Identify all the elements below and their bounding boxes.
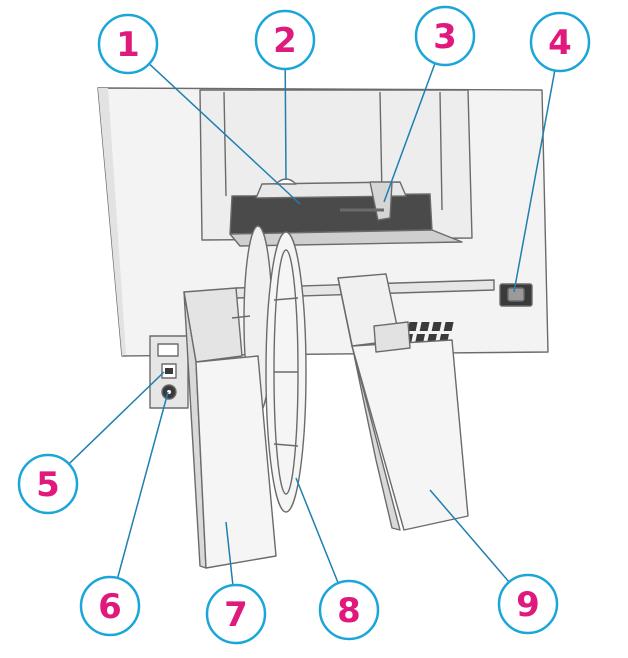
callout-markers: 1 2 3 4 5 6 7 8 9	[17, 5, 591, 645]
callout-5: 5	[17, 453, 79, 515]
leader-line-4	[513, 70, 556, 293]
left-roll-guide-front	[195, 355, 277, 569]
top-plate	[255, 181, 407, 199]
power-switch-rocker	[507, 287, 525, 302]
callout-1: 1	[97, 13, 159, 75]
right-roll-guide-front	[351, 339, 469, 531]
guide-notch	[231, 315, 251, 319]
callout-ring-3	[414, 5, 476, 67]
housing-seam	[223, 91, 227, 197]
leader-line-9	[429, 489, 510, 583]
vent-slot	[419, 322, 430, 331]
vent-slot	[415, 334, 426, 343]
leader-line-6	[116, 391, 169, 579]
callout-ring-6	[79, 575, 141, 637]
disc-spoke	[273, 297, 299, 301]
printer-illustration	[97, 87, 549, 569]
leader-line-1	[148, 63, 301, 205]
callout-number-8: 8	[337, 591, 361, 631]
leader-line-7	[225, 521, 234, 586]
callout-number-6: 6	[98, 587, 122, 627]
vent-slot	[407, 322, 418, 331]
paper-guide	[369, 181, 393, 221]
callout-4: 4	[529, 11, 591, 73]
callout-ring-9	[497, 573, 559, 635]
callout-ring-7	[205, 583, 267, 645]
callout-7: 7	[205, 583, 267, 645]
disc-spoke	[273, 443, 299, 447]
callout-ring-2	[254, 9, 316, 71]
callout-number-5: 5	[36, 465, 60, 505]
right-roll-guide-side	[337, 277, 401, 531]
callout-ring-5	[17, 453, 79, 515]
callout-number-4: 4	[548, 23, 572, 63]
callout-3: 3	[414, 5, 476, 67]
callout-2: 2	[254, 9, 316, 71]
callout-ring-4	[529, 11, 591, 73]
callout-number-7: 7	[224, 595, 248, 635]
callout-ring-1	[97, 13, 159, 75]
callout-number-9: 9	[516, 585, 540, 625]
callout-8: 8	[318, 579, 380, 641]
callout-number-3: 3	[433, 17, 457, 57]
leader-line-5	[68, 371, 165, 465]
vent-slot	[431, 322, 442, 331]
callout-ring-8	[318, 579, 380, 641]
leader-line-2	[284, 68, 287, 181]
callout-9: 9	[497, 573, 559, 635]
leader-line-8	[295, 477, 339, 584]
callout-number-2: 2	[273, 21, 297, 61]
usb-port-socket	[165, 368, 173, 374]
leader-line-3	[383, 62, 436, 203]
right-roll-guide-notch	[373, 321, 411, 353]
housing-seam	[439, 91, 443, 211]
vent-slot	[443, 322, 454, 331]
label-guide-knob	[275, 178, 297, 185]
port-tab	[157, 343, 179, 357]
printer-body-shadow	[98, 88, 126, 356]
callout-number-1: 1	[116, 25, 140, 65]
housing-seam	[379, 91, 383, 197]
leader-lines	[68, 62, 556, 586]
callout-6: 6	[79, 575, 141, 637]
